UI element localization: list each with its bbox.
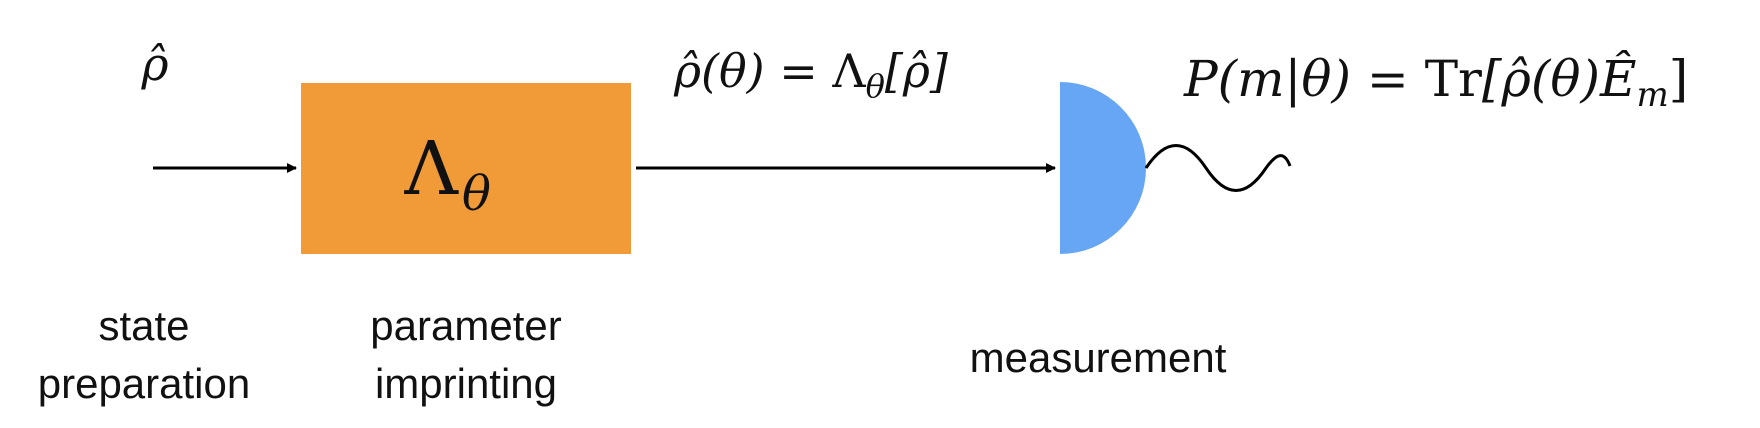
parameter-imprinting-box (301, 83, 631, 254)
channel-equation: ρ̂(θ) = Λθ[ρ̂] (673, 44, 948, 105)
half-disc-detector-icon (1060, 82, 1146, 254)
label-state-preparation-line1: state (98, 302, 189, 349)
process-subscript: θ (462, 166, 491, 222)
label-parameter-imprinting-line1: parameter (370, 302, 561, 349)
wavy-signal-icon (1144, 144, 1292, 192)
label-parameter-imprinting-line2: imprinting (375, 360, 557, 407)
input-state-symbol: ρ̂ (140, 37, 168, 91)
process-symbol: Λ (404, 126, 460, 212)
measurement-equation: P(m|θ) = Tr[ρ̂(θ)Êm] (1183, 49, 1688, 115)
label-measurement: measurement (970, 334, 1227, 381)
label-state-preparation-line2: preparation (38, 360, 250, 407)
